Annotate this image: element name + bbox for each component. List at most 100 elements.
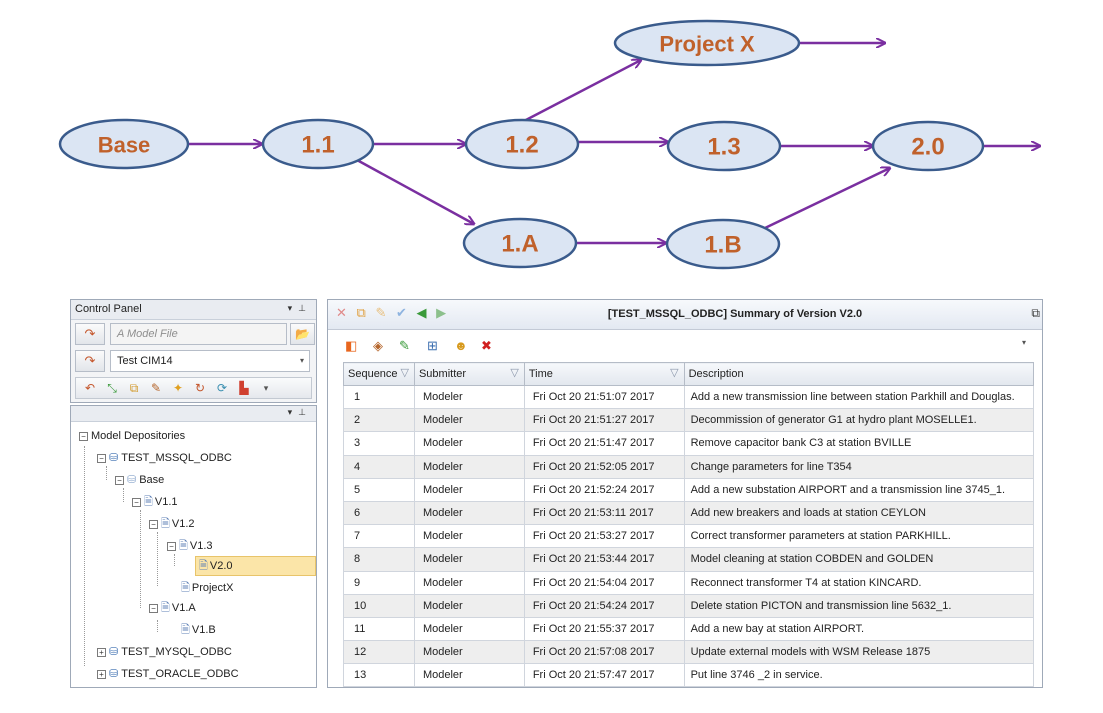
cell-submitter: Modeler [413,663,525,687]
collapse-icon[interactable]: − [149,519,158,529]
copy-icon[interactable]: ⧉ [356,305,366,320]
filter-icon[interactable]: ▽ [400,367,409,379]
back-arrow-icon[interactable]: ◀ [416,305,427,320]
model-select-value: Test CIM14 [117,355,173,367]
cell-description: Put line 3746 _2 in service. [683,663,1035,687]
cell-sequence: 2 [343,408,415,433]
eraser-icon[interactable]: ◈ [373,338,383,353]
column-header-sequence[interactable]: Sequence▽ [343,362,415,386]
close-icon[interactable]: ✕ [336,305,347,320]
add-icon[interactable]: ⊞ [427,338,438,353]
cell-description: Update external models with WSM Release … [683,640,1035,665]
model-select[interactable]: Test CIM14 ▾ [110,350,310,372]
cell-submitter: Modeler [413,454,525,479]
column-header-submitter[interactable]: Submitter▽ [413,362,525,386]
sync-icon[interactable]: ⟳ [216,381,228,395]
control-panel-header: Control Panel ▾⊥ [71,300,316,320]
restore-window-icon[interactable]: ⧉ [1031,306,1040,320]
user-icon[interactable]: ☻ [454,338,468,353]
tree-node-v1.a[interactable]: −🗎V1.A [149,598,196,618]
delete-icon[interactable]: ✖ [481,338,492,353]
tree-node-label: V1.B [191,624,216,636]
tree-node-label: TEST_ORACLE_ODBC [121,668,239,680]
column-header-description[interactable]: Description [683,362,1035,386]
check-icon[interactable]: ✔ [395,305,407,320]
filter-icon[interactable]: ▽ [510,367,519,379]
version-diagram: Base 1.1 1.2 Project X 1.3 2.0 1.A 1.B [58,19,1103,270]
star-icon[interactable]: ✦ [172,381,184,395]
repository-tree-panel: ▾⊥ −Model Depositories −⛁TEST_MSSQL_ODBC… [70,405,317,688]
collapse-icon[interactable]: − [149,603,158,613]
cell-description: Add a new bay at station AIRPORT. [683,616,1035,642]
chart-icon[interactable]: ▙ [239,381,249,395]
tree-node-v1.2[interactable]: −🗎V1.2 [149,514,195,534]
edit-icon[interactable]: ✎ [150,381,162,395]
document-icon: 🗎 [144,496,153,509]
forward-arrow-icon[interactable]: ▶ [436,305,447,320]
tree-node-v1.3[interactable]: −🗎V1.3 [167,536,213,556]
node-1.3-label: 1.3 [707,134,740,161]
tree-node-v1.1[interactable]: −🗎V1.1 [132,492,178,512]
more-icon[interactable]: ▾ [263,383,269,393]
cell-sequence: 4 [343,454,415,479]
control-panel: Control Panel ▾⊥ ↷ A Model File 📂 ↷ Test… [70,299,317,403]
expand-icon[interactable]: + [97,647,106,657]
tree-node-test-oracle-odbc[interactable]: +⛁TEST_ORACLE_ODBC [97,664,239,684]
expand-icon[interactable]: + [97,669,106,679]
tree-node-v2.0[interactable]: 🗎V2.0 [195,556,316,576]
collapse-icon[interactable]: − [167,541,176,551]
collapse-icon[interactable]: − [115,475,124,485]
cell-sequence: 11 [343,616,415,642]
node-1.3-shape [666,120,782,172]
tree-node-test-mysql-odbc[interactable]: +⛁TEST_MYSQL_ODBC [97,642,232,662]
column-header-time[interactable]: Time ▽ [523,362,685,386]
copy-icon[interactable]: ⧉ [129,381,139,395]
column-label: Time [528,368,553,380]
model-file-input[interactable]: A Model File [110,323,287,345]
load-selected-model-button[interactable]: ↷ [75,350,105,372]
version-summary-panel: ✕ ⧉ ✎ ✔ ◀ ▶ [TEST_MSSQL_ODBC] Summary of… [327,299,1043,688]
refresh-icon[interactable]: ↻ [194,381,206,395]
dropdown-icon[interactable]: ▾ [287,407,299,417]
collapse-icon[interactable]: − [97,453,106,463]
import-icon[interactable]: ◧ [345,338,358,353]
filter-icon[interactable]: ▽ [670,367,679,379]
load-model-button[interactable]: ↷ [75,323,105,345]
undo-icon[interactable]: ↶ [84,381,96,395]
tree-node-base[interactable]: −⛁Base [115,470,164,490]
dropdown-icon[interactable]: ▾ [287,303,299,313]
merge-icon[interactable]: ⤡ [107,381,117,395]
document-icon: 🗎 [181,624,190,637]
tree-node-root[interactable]: −Model Depositories [79,426,185,446]
edit-icon[interactable]: ✎ [399,338,410,353]
cell-description: Remove capacitor bank C3 at station BVIL… [683,431,1035,456]
collapse-icon[interactable]: − [79,431,88,441]
document-icon: 🗎 [179,540,188,553]
pin-icon[interactable]: ✎ [375,305,387,320]
collapse-icon[interactable]: − [132,497,141,507]
pin-icon[interactable]: ⊥ [298,303,312,313]
cell-submitter: Modeler [413,431,525,456]
tree-node-v1.b[interactable]: 🗎V1.B [181,620,216,640]
tree-node-test-mssql-odbc[interactable]: −⛁TEST_MSSQL_ODBC [97,448,232,468]
pin-icon[interactable]: ⊥ [298,407,312,417]
cell-sequence: 13 [343,663,415,687]
tree-node-label: ProjectX [191,582,234,594]
open-folder-button[interactable]: 📂 [290,323,315,345]
tree-node-projectx[interactable]: 🗎ProjectX [181,578,233,598]
chevron-down-icon[interactable]: ▾ [1021,338,1026,347]
arrow-icon: ↷ [84,326,96,341]
